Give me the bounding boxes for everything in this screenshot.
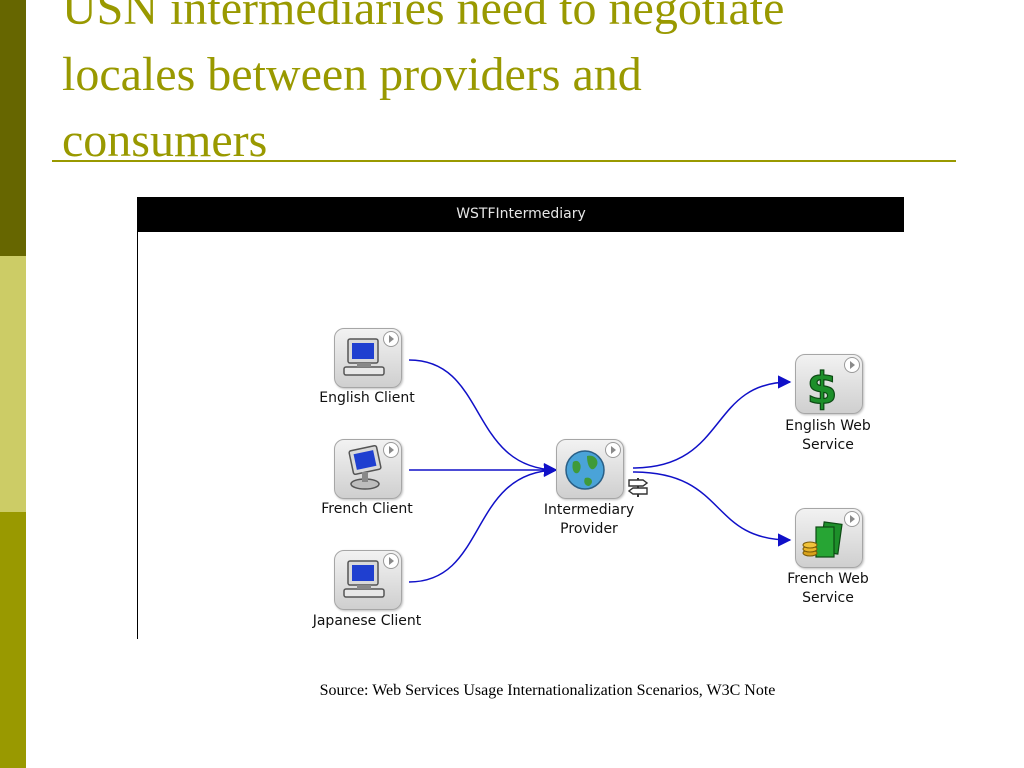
slide-title: USN intermediaries need to negotiate loc… (62, 0, 785, 167)
computer-icon (334, 439, 402, 499)
node-label-japanese-client: Japanese Client (312, 613, 422, 629)
diagram-canvas: English Client French Client (138, 232, 904, 639)
diagram-edges (408, 359, 792, 583)
expand-badge-icon (844, 357, 860, 373)
expand-badge-icon (383, 553, 399, 569)
computer-icon (334, 328, 402, 388)
expand-badge-icon (383, 442, 399, 458)
edge-japanese-client-to-intermediary (408, 463, 558, 583)
globe-icon (556, 439, 624, 499)
signpost-icon (627, 478, 649, 497)
node-label-french-client: French Client (321, 501, 413, 517)
computer-icon (334, 550, 402, 610)
edge-english-client-to-intermediary (408, 359, 558, 477)
diagram-window: WSTFIntermediary (137, 197, 904, 639)
window-title: WSTFIntermediary (138, 197, 904, 232)
expand-badge-icon (844, 511, 860, 527)
node-label-intermediary-provider: Intermediary Provider (543, 502, 635, 537)
node-label-english-client: English Client (319, 390, 415, 406)
svg-text:$: $ (807, 363, 838, 413)
source-caption: Source: Web Services Usage International… (319, 682, 776, 699)
accent-bar-mid (0, 512, 26, 768)
node-label-english-web-service: English Web Service (785, 418, 871, 453)
expand-badge-icon (605, 442, 621, 458)
title-divider (52, 160, 956, 162)
accent-bar-light (0, 256, 26, 512)
dollar-sign-icon: $ (795, 354, 863, 414)
accent-bar-dark (0, 0, 26, 256)
node-label-french-web-service: French Web Service (787, 571, 869, 606)
expand-badge-icon (383, 331, 399, 347)
edge-intermediary-to-english-service (632, 375, 792, 469)
left-accent-bar (0, 0, 26, 768)
money-stack-icon (795, 508, 863, 568)
edge-intermediary-to-french-service (632, 471, 792, 547)
